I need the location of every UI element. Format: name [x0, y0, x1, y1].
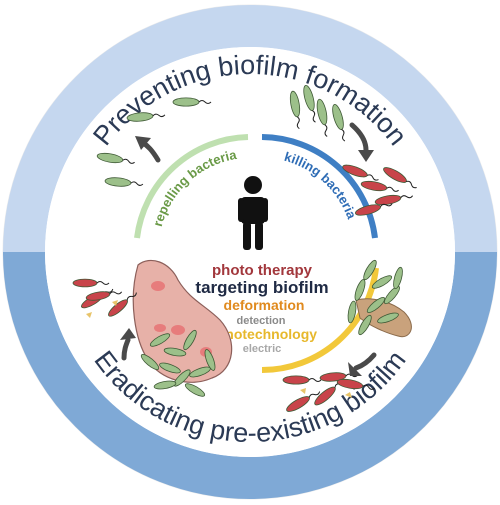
bacterium-icon [172, 97, 212, 107]
bacterium-icon [149, 333, 171, 347]
bacterium-icon [383, 167, 417, 189]
bacterium-icon [126, 112, 166, 122]
biofilm-cluster-right [347, 259, 403, 336]
bacterium-icon [360, 180, 399, 192]
bacterium-icon [363, 259, 377, 281]
bacterium-icon [289, 90, 301, 130]
bacterium-icon [286, 391, 321, 412]
arrow-icon-top-left [135, 136, 161, 163]
bacterium-icon [316, 98, 328, 137]
bacterium-icon [354, 203, 393, 216]
bacterium-icon [384, 285, 400, 305]
ring-bottom-band [3, 252, 497, 499]
bacterium-icon [377, 312, 399, 324]
center-line-detection: detection [237, 315, 286, 327]
ring-top-band [3, 5, 497, 252]
killed-bacteria-group [342, 164, 417, 216]
repelling-arc [134, 134, 249, 239]
person-icon [238, 176, 268, 250]
bacterium-icon [153, 380, 177, 390]
bacterium-icon [72, 278, 110, 288]
bacterium-icon [85, 291, 123, 301]
bacterium-icon [159, 362, 181, 374]
arrow-icon-bottom-right [348, 352, 377, 376]
bacterium-icon [393, 266, 403, 290]
bacterium-icon [358, 314, 372, 336]
bacterium-icon [104, 177, 144, 187]
bacterium-icon [354, 279, 366, 301]
bacterium-icon [332, 104, 346, 142]
bacterium-icon [183, 329, 197, 351]
bacterium-icon [319, 372, 359, 382]
bacterium-icon [163, 347, 187, 357]
bacteria-fragments [86, 300, 352, 398]
repelled-bacteria-group [96, 97, 212, 187]
bacterium-icon [342, 164, 379, 181]
bacterium-icon [374, 194, 414, 206]
yellow-arc [261, 267, 379, 373]
bacterium-icon [303, 84, 316, 123]
bacterium-icon [366, 297, 386, 313]
released-bacteria-group [282, 372, 375, 412]
bacterium-icon [336, 378, 375, 390]
killing-arc [261, 134, 378, 239]
arrow-icon-top-right [349, 122, 374, 162]
bacterium-icon [184, 383, 206, 397]
bacterium-icon [282, 375, 322, 385]
center-line-deformation: deformation [224, 297, 305, 313]
bacterium-icon [347, 300, 357, 324]
bacterium-icon [204, 349, 216, 371]
bacterium-icon [96, 152, 135, 164]
detached-bacteria-group [72, 278, 137, 317]
biofilm-cluster-left [140, 329, 216, 397]
arrow-icon-bottom-left [120, 328, 136, 361]
bacterium-icon [371, 275, 393, 289]
approaching-bacteria-group [289, 84, 346, 142]
center-line-targeting-biofilm: targeting biofilm [195, 278, 328, 297]
center-line-photo-therapy: photo therapy [212, 262, 313, 279]
center-text: photo therapy targeting biofilm deformat… [195, 262, 328, 355]
center-line-electric: electric [243, 343, 282, 355]
center-line-nanotechnology: nanotechnology [209, 326, 317, 342]
bacterium-icon [140, 354, 160, 370]
